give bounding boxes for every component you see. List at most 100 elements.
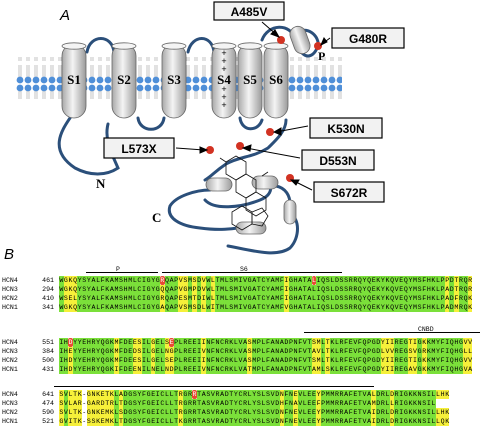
row-sequence: IHDYYEHRYQGKIFDEENILNELNDPLREEIVNFNCRKLV… xyxy=(59,365,473,374)
row-gene-name: HCN2 xyxy=(2,409,18,416)
p-region-bar xyxy=(86,272,158,273)
row-sequence: IHDYYEHRYQGKMFDEESILGELSEPLREEIINFNCRKLV… xyxy=(59,338,473,347)
row-start-position: 551 xyxy=(42,339,54,346)
row-start-position: 461 xyxy=(42,277,54,284)
mutation-box-d553n: D553N xyxy=(301,149,375,171)
n-terminus-label: N xyxy=(96,176,106,191)
alignment-row-hcn4: HCN4 641 SVLTK-GNKETKLADGSYFGEICLLTRGRRTAS… xyxy=(0,390,450,399)
row-start-position: 521 xyxy=(42,418,54,425)
row-sequence: GVITK-SSKEMKLTDGSYFGEICLLTKGRRTASVRADTYC… xyxy=(59,417,450,426)
panel-a-label: A xyxy=(59,7,70,24)
row-start-position: 431 xyxy=(42,366,54,373)
helix-label-s1: S1 xyxy=(67,72,81,87)
alignment-row-hcn3: HCN3 294 WGKQYSYALFKAMSHMLCIGYGQQAPVGMPDVW… xyxy=(0,285,473,294)
s4-charge-4: + xyxy=(221,92,226,102)
cnbd-region-bar xyxy=(304,332,480,333)
row-sequence: WSELYSYALFKAMSHMLCIGYGRQAPESMTDIWLTMLSMI… xyxy=(59,294,473,303)
svg-text:A485V: A485V xyxy=(231,5,268,19)
alignment-row-hcn3: HCN3 474 SVLAR-GARDTRLTDGSYFGEICLLTRGRRTAS… xyxy=(0,399,436,408)
row-start-position: 590 xyxy=(42,409,54,416)
row-gene-name: HCN1 xyxy=(2,418,18,425)
row-sequence: SVLAR-GARDTRLTDGSYFGEICLLTRGRRTASVRADTYC… xyxy=(59,399,436,408)
alignment-row-hcn4: HCN4 461 WGKQYSYALFKAMSHMLCIGYGRQAPVSMSDVW… xyxy=(0,276,473,285)
alignment-row-hcn3: HCN3 384 IHEYYEHRYQGKMFDEDSILGELNGPLREEIVN… xyxy=(0,347,473,356)
row-sequence: IHEYYEHRYQGKMFDEDSILGELNGPLREEIVNFNCRKLV… xyxy=(59,347,473,356)
row-start-position: 341 xyxy=(42,304,54,311)
row-start-position: 294 xyxy=(42,286,54,293)
row-sequence: WGKQYSYALFKAMSHMLCIGYGRQAPVSMSDVWLTMLSMI… xyxy=(59,276,473,285)
mutation-box-k530n: K530N xyxy=(309,117,383,139)
helix-label-s4: S4 xyxy=(217,72,231,87)
mutation-dot-g480r xyxy=(314,42,322,50)
mutation-box-s672r: S672R xyxy=(313,181,385,203)
pore-label: P xyxy=(318,49,325,63)
s4-charge-3: + xyxy=(221,84,226,94)
helix-label-s6: S6 xyxy=(269,72,283,87)
alignment-row-hcn2: HCN2 500 IHDYYEHRYQGKMFDEESILGELSEPLREEIIN… xyxy=(0,356,473,365)
svg-text:D553N: D553N xyxy=(319,154,356,168)
row-gene-name: HCN1 xyxy=(2,304,18,311)
s6-region-bar xyxy=(162,272,342,273)
row-gene-name: HCN4 xyxy=(2,339,18,346)
svg-text:L573X: L573X xyxy=(121,142,156,156)
row-start-position: 384 xyxy=(42,348,54,355)
alignment-row-hcn4: HCN4 551 IHDYYEHRYQGKMFDEESILGELSEPLREEIIN… xyxy=(0,338,473,347)
alignment-row-hcn2: HCN2 410 WSELYSYALFKAMSHMLCIGYGRQAPESMTDIW… xyxy=(0,294,473,303)
helix-s4 xyxy=(211,42,237,119)
sequence-alignment: P S6 CNBD HCN4 461 WGKQYSYALFKAMSHMLCIGYGR… xyxy=(0,262,480,430)
helix-label-s5: S5 xyxy=(243,72,257,87)
row-sequence: SVLTK-GNKEMKLSDGSYFGEICLLTRGRRTASVRADTYC… xyxy=(59,408,450,417)
mutation-box-a485v: A485V xyxy=(213,1,285,21)
alignment-row-hcn1: HCN1 431 IHDYYEHRYQGKIFDEENILNELNDPLREEIVN… xyxy=(0,365,473,374)
protein-backbone xyxy=(57,25,320,255)
p-region-label: P xyxy=(116,266,120,273)
helix-s2 xyxy=(111,42,137,119)
helix-s3 xyxy=(161,42,187,119)
mutation-markers xyxy=(175,21,331,191)
helix-s5 xyxy=(237,42,263,119)
panel-b-label: B xyxy=(4,246,15,263)
mutation-box-l573x: L573X xyxy=(103,137,175,159)
row-sequence: SVLTK-GNKETKLADGSYFGEICLLTRGRRTASVRADTYC… xyxy=(59,390,450,399)
row-start-position: 641 xyxy=(42,391,54,398)
row-sequence: WGKQYSYALFKAMSHMLCIGYGQQAPVGMPDVWLTMLSMI… xyxy=(59,285,473,294)
row-gene-name: HCN4 xyxy=(2,277,18,284)
mutation-dot-k530n xyxy=(266,128,274,136)
topology-diagram: A S1 S2 S3 S4 S5 S6 ++++++ P xyxy=(16,1,405,255)
row-sequence: WGKQYSYALFKAMSHMLCIGYGAQAPVSMSDLWITMLSMI… xyxy=(59,303,473,312)
c-terminus-label: C xyxy=(152,210,161,225)
row-gene-name: HCN3 xyxy=(2,348,18,355)
svg-text:G480R: G480R xyxy=(349,32,387,46)
row-start-position: 474 xyxy=(42,400,54,407)
row-gene-name: HCN2 xyxy=(2,357,18,364)
s4-charges: ++++++ xyxy=(221,48,226,110)
pore-helix xyxy=(289,25,311,55)
s4-charge-2: + xyxy=(221,64,226,74)
svg-text:S672R: S672R xyxy=(331,186,368,200)
alignment-row-hcn2: HCN2 590 SVLTK-GNKEMKLSDGSYFGEICLLTRGRRTAS… xyxy=(0,408,450,417)
alignment-row-hcn1: HCN1 521 GVITK-SSKEMKLTDGSYFGEICLLTKGRRTAS… xyxy=(0,417,450,426)
mutation-dot-a485v xyxy=(277,36,285,44)
s4-charge-1: + xyxy=(221,56,226,66)
mutation-box-g480r: G480R xyxy=(331,27,405,49)
mutation-dot-l573x xyxy=(206,146,214,154)
cnbd-region-label: CNBD xyxy=(418,326,434,333)
cnbd-region-bar-2 xyxy=(54,386,374,387)
row-gene-name: HCN3 xyxy=(2,286,18,293)
row-gene-name: HCN3 xyxy=(2,400,18,407)
s6-region-label: S6 xyxy=(240,266,248,273)
row-gene-name: HCN2 xyxy=(2,295,18,302)
s4-charge-5: + xyxy=(221,100,226,110)
helix-label-s2: S2 xyxy=(117,72,131,87)
camp-molecule xyxy=(219,155,269,231)
helix-s1 xyxy=(61,42,87,119)
row-start-position: 410 xyxy=(42,295,54,302)
row-start-position: 500 xyxy=(42,357,54,364)
row-sequence: IHDYYEHRYQGKMFDEESILGELSEPLREEIINFNCRKLV… xyxy=(59,356,473,365)
row-gene-name: HCN1 xyxy=(2,366,18,373)
helix-s6 xyxy=(263,42,289,119)
s4-charge-0: + xyxy=(221,48,226,58)
c-linker-helices xyxy=(205,175,297,235)
helix-label-s3: S3 xyxy=(167,72,181,87)
row-gene-name: HCN4 xyxy=(2,391,18,398)
